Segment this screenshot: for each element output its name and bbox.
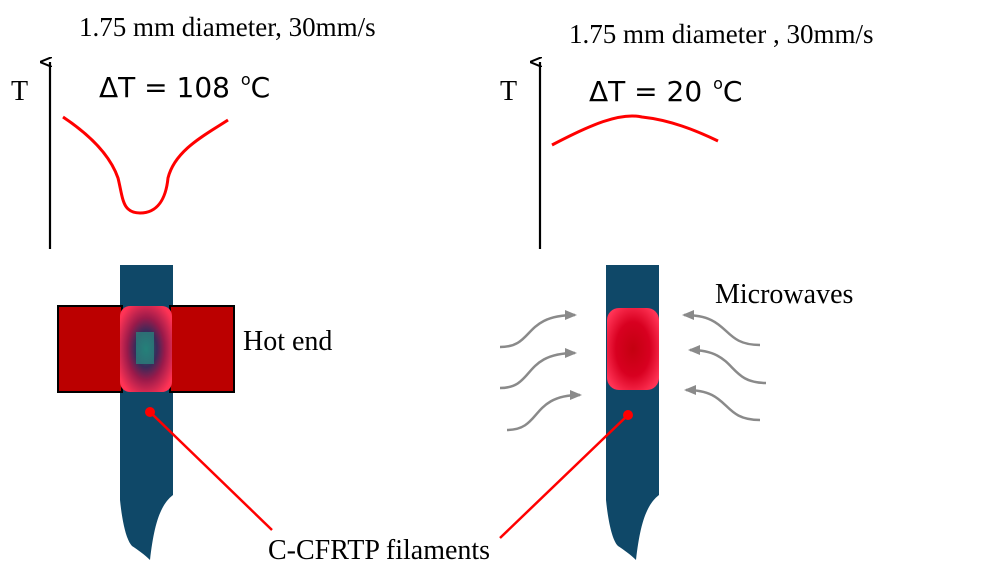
hot-end-label: Hot end [243,326,333,357]
left-filament-pointer-dot [145,407,155,417]
right-delta-t: ΔT = 20 oC [589,76,742,106]
right-delta-unit: C [722,75,743,108]
microwaves-label: Microwaves [715,279,854,310]
microwave-arrow [499,310,577,349]
right-filament-pointer-line [499,414,629,539]
hot-end-block-right [169,305,235,393]
right-filament-pointer-dot [623,410,633,420]
microwave-arrow [506,390,582,432]
left-filament-pointer-line [149,411,273,531]
hot-end-block-left [57,305,123,393]
right-temperature-profile-curve [551,114,719,147]
right-caption: 1.75 mm diameter , 30mm/s [569,19,874,49]
microwave-heated-zone [607,308,659,390]
left-delta-degree: o [240,70,251,89]
right-delta-degree: o [713,74,723,93]
microwave-arrow [499,348,577,390]
left-temperature-profile-curve [62,115,229,215]
right-axis-label: T [500,76,518,107]
microwave-arrow [688,345,767,385]
left-caption: 1.75 mm diameter, 30mm/s [79,12,376,42]
filaments-label: C-CFRTP filaments [268,535,491,566]
left-delta-unit: C [250,71,271,104]
left-delta-t: ΔT = 108 oC [99,72,270,102]
right-delta-value: ΔT = 20 [589,75,703,108]
left-delta-value: ΔT = 108 [99,71,230,104]
microwave-arrow [682,310,761,347]
left-axis-label: T [11,76,29,107]
hot-end-core [136,332,154,364]
microwave-arrow [684,385,761,422]
